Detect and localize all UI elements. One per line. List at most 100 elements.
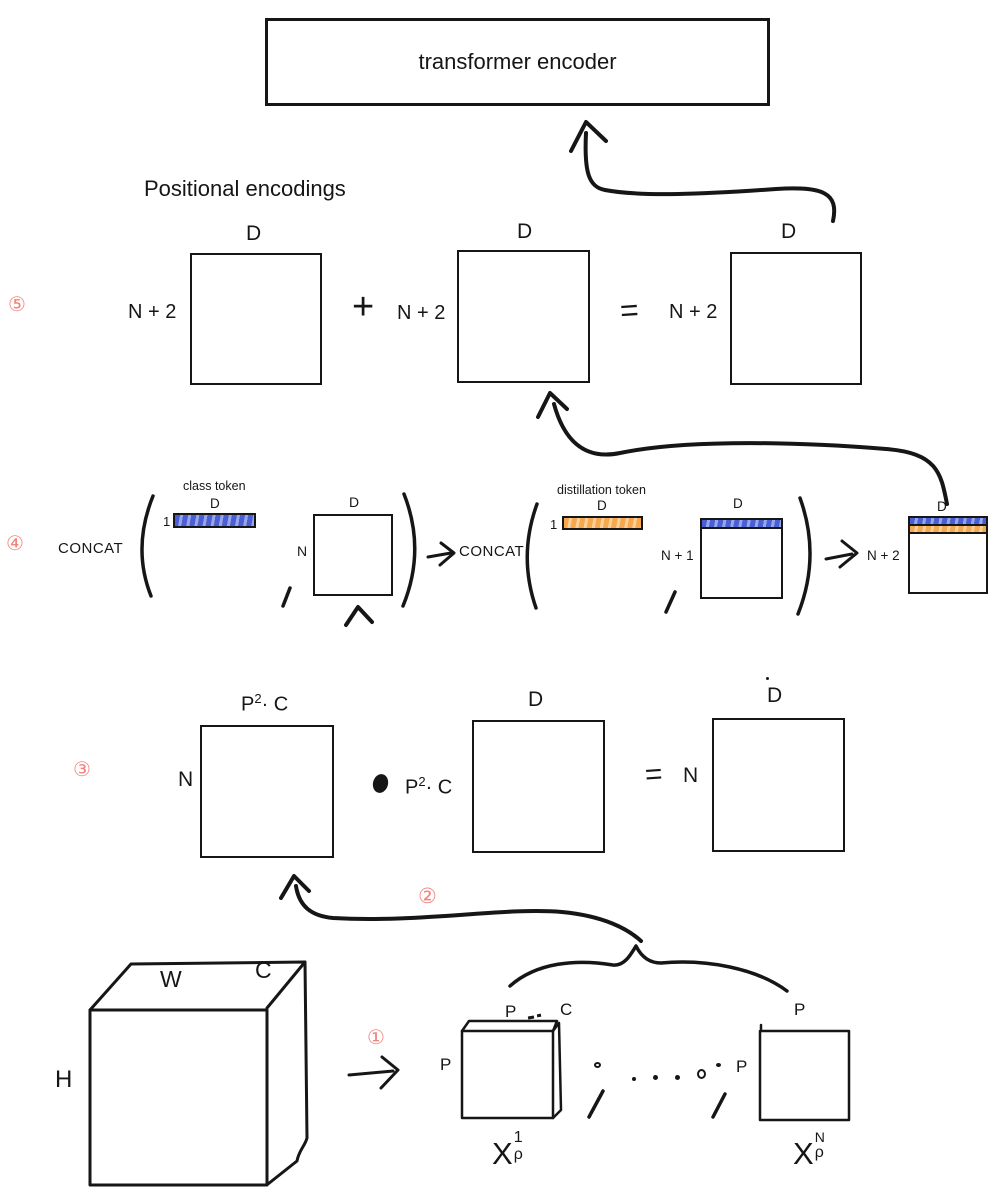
- step5-marker: ⑤: [8, 294, 26, 316]
- matrix-sum-c-cols: D: [781, 220, 797, 243]
- matrix-encoder-input: [730, 252, 862, 385]
- transformer-encoder-box: transformer encoder: [265, 18, 770, 106]
- patchn-top-label: P: [794, 1000, 806, 1019]
- embed-matrix-rows: N: [683, 764, 699, 787]
- result-matrix-rows: N + 2: [867, 548, 900, 563]
- arrow-to-encoder: [583, 131, 837, 223]
- transformer-encoder-label: transformer encoder: [418, 49, 617, 74]
- patch1-channel-label: C: [560, 1000, 573, 1019]
- arrow-patches-to-matrix-head: [279, 874, 311, 900]
- projection-matrix: [472, 720, 605, 853]
- pen-dot: [766, 677, 769, 680]
- step2-marker: ②: [418, 885, 437, 908]
- class-token-rows: 1: [163, 514, 171, 529]
- patches-matrix-cols-exp: 2: [254, 691, 262, 706]
- plus-sign: +: [352, 286, 375, 328]
- distillation-token-rows: 1: [550, 517, 558, 532]
- concat-label-b: CONCAT: [459, 543, 525, 560]
- result-matrix: [908, 516, 988, 594]
- patch1-name-sup: 1: [513, 1129, 523, 1146]
- projection-matrix-rows-rest: · C: [425, 776, 453, 799]
- image-cube-front: [88, 1008, 269, 1187]
- paren-close-a: [401, 492, 417, 608]
- image-width-label: W: [160, 966, 182, 992]
- paren-close-b: [796, 496, 812, 616]
- patchn-front: [758, 1029, 851, 1122]
- patchn-name: X N ρ: [793, 1130, 825, 1172]
- patch1-name-scripts: 1 ρ: [513, 1129, 523, 1164]
- ellipsis-dot: [716, 1063, 721, 1067]
- class-token-bar: [173, 513, 256, 528]
- patchn-name-sub: ρ: [814, 1143, 824, 1161]
- ellipsis-dot: [594, 1062, 601, 1068]
- patchn-left-label: P: [736, 1057, 748, 1076]
- dot-product-operator: [370, 772, 391, 795]
- slash-mark-c: [587, 1089, 605, 1119]
- matrix-sum-b-rows: N + 2: [397, 302, 446, 324]
- patch1-front: [460, 1029, 555, 1120]
- arrow-concat-a-head: [438, 541, 456, 567]
- image-cube-side: [266, 960, 309, 1186]
- projection-matrix-rows: P2· C: [405, 774, 452, 800]
- patch1-top-label: P: [505, 1002, 517, 1021]
- step1-marker: ①: [367, 1027, 385, 1049]
- slash-mark-a: [281, 586, 292, 608]
- slash-mark-b: [664, 590, 677, 614]
- arrow-split-head: [379, 1055, 400, 1090]
- step3-marker: ③: [73, 759, 91, 781]
- ellipsis-dot: [675, 1075, 680, 1080]
- ellipsis-dot: [632, 1077, 636, 1081]
- equals-sign-row3: =: [643, 757, 664, 792]
- ellipsis-dot: [653, 1075, 658, 1080]
- matrix-sum-b-cols: D: [517, 220, 533, 243]
- distillation-token-bar: [562, 516, 643, 530]
- patch-matrix-rows: N: [297, 543, 308, 559]
- paren-open-b: [525, 502, 539, 610]
- concat-matrix-cols: D: [733, 496, 743, 511]
- result-matrix-cols: D: [937, 499, 947, 514]
- arrow-split-shaft: [347, 1069, 395, 1077]
- paren-open-a: [140, 494, 155, 598]
- matrix-sum-a-rows: N + 2: [128, 301, 177, 323]
- image-channel-label: C: [255, 957, 272, 983]
- result-matrix-body: [908, 532, 988, 594]
- patchn-name-base: X: [793, 1136, 814, 1171]
- positional-encodings-title: Positional encodings: [144, 176, 346, 201]
- distillation-token-label: distillation token: [557, 483, 646, 497]
- slash-mark-d: [711, 1092, 727, 1119]
- step4-marker: ④: [6, 533, 24, 555]
- arrow-concat-b-shaft: [824, 552, 854, 561]
- pen-mark-a: [527, 1015, 535, 1020]
- projection-matrix-cols: D: [528, 688, 544, 711]
- arrow-to-encoder-head: [569, 120, 608, 153]
- embedded-patches-matrix: [712, 718, 845, 852]
- patches-matrix-cols-base: P: [241, 693, 255, 716]
- patchn-name-sup: N: [814, 1129, 825, 1145]
- matrix-positional: [457, 250, 590, 383]
- image-cube-top: [88, 960, 307, 1012]
- patch1-name-base: X: [492, 1136, 513, 1171]
- pen-mark-b: [536, 1013, 542, 1017]
- ellipsis-dot: [697, 1069, 706, 1079]
- flattened-patches-matrix: [200, 725, 334, 858]
- patches-matrix-cols-rest: · C: [261, 693, 289, 716]
- arrow-concat-a-shaft: [426, 551, 453, 559]
- class-token-cols: D: [210, 496, 220, 511]
- matrix-sum-c-rows: N + 2: [669, 301, 718, 323]
- patch1-top: [460, 1019, 559, 1033]
- class-token-label: class token: [183, 479, 246, 493]
- concat-matrix: [700, 518, 783, 599]
- projection-matrix-rows-base: P: [405, 776, 419, 799]
- arrow-patches-to-matrix: [294, 884, 643, 943]
- patch-embedding-matrix: [313, 514, 393, 596]
- patch1-left-label: P: [440, 1055, 452, 1074]
- matrix-sum-a-cols: D: [246, 222, 262, 245]
- distillation-token-cols: D: [597, 498, 607, 513]
- image-height-label: H: [55, 1066, 73, 1093]
- patch1-name-sub: ρ: [513, 1145, 523, 1163]
- patches-matrix-rows: N: [178, 768, 194, 791]
- patch1-side: [551, 1021, 563, 1120]
- embed-matrix-cols: D: [767, 684, 783, 707]
- equals-sign-row5: =: [618, 291, 640, 329]
